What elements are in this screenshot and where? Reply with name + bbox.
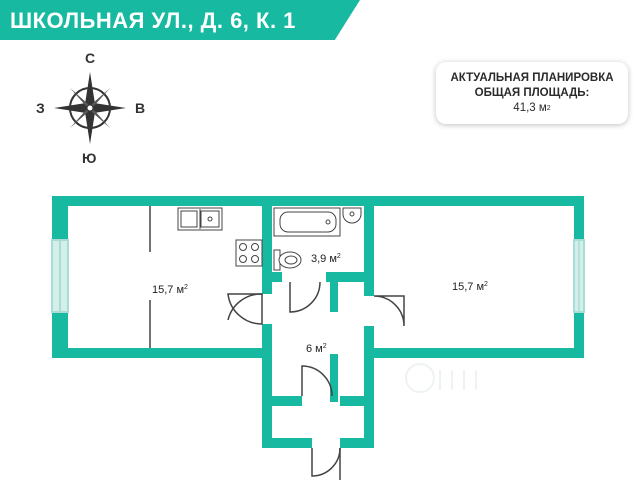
compass-east-label: В <box>135 100 146 116</box>
total-area-value: 41,3 м2 <box>513 102 551 114</box>
compass-west-label: З <box>36 100 45 116</box>
hallway-area-label: 6 м2 <box>306 343 327 355</box>
compass-rose-icon <box>54 72 126 144</box>
layout-caption: АКТУАЛЬНАЯ ПЛАНИРОВКА <box>450 72 614 84</box>
address-title: ШКОЛЬНАЯ УЛ., Д. 6, К. 1 <box>10 8 296 33</box>
bathroom-area-label: 3,9 м2 <box>311 253 341 265</box>
kitchen-area-label: 15,7 м2 <box>152 284 188 296</box>
kitchen-sink-icon <box>177 207 223 231</box>
info-card: АКТУАЛЬНАЯ ПЛАНИРОВКА ОБЩАЯ ПЛОЩАДЬ: 41,… <box>436 62 628 124</box>
washbasin-icon <box>342 207 362 224</box>
living-room-area-label: 15,7 м2 <box>452 281 488 293</box>
door-swings <box>227 281 405 480</box>
watermark <box>405 363 477 393</box>
header-banner: ШКОЛЬНАЯ УЛ., Д. 6, К. 1 <box>0 0 360 40</box>
compass-south-label: Ю <box>82 150 97 166</box>
window-left <box>51 239 69 313</box>
total-area-caption: ОБЩАЯ ПЛОЩАДЬ: <box>474 87 590 99</box>
toilet-icon <box>273 249 302 271</box>
compass-north-label: С <box>85 50 96 66</box>
stove-icon <box>235 239 263 267</box>
window-right <box>573 239 585 313</box>
bathtub-icon <box>273 207 341 237</box>
